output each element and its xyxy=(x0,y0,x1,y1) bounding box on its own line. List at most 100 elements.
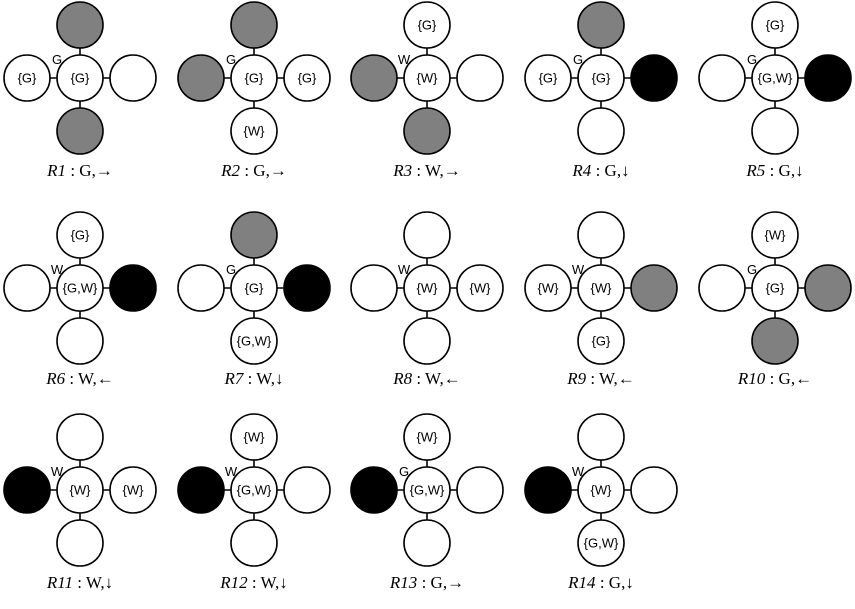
rule-action: : G,→ xyxy=(66,161,113,180)
rule-caption: R10 : G,← xyxy=(737,369,812,388)
rule-caption: R3 : W,→ xyxy=(392,161,461,180)
neighbor-right-label: {W} xyxy=(123,483,145,498)
rule-caption: R13 : G,→ xyxy=(389,573,464,592)
neighbor-right-node xyxy=(456,264,504,312)
neighbor-down-node xyxy=(56,317,104,365)
center-node xyxy=(577,466,625,514)
rule-caption: R6 : W,← xyxy=(45,369,114,388)
rule-caption: R12 : W,↓ xyxy=(219,573,288,592)
neighbor-left-label: {G} xyxy=(18,71,37,86)
center-port-label: W xyxy=(51,464,64,479)
neighbor-up-node xyxy=(577,1,625,49)
neighbor-left-node xyxy=(3,466,51,514)
neighbor-down-node xyxy=(56,107,104,155)
neighbor-up-label: {G} xyxy=(418,18,437,33)
center-node-label: {W} xyxy=(70,483,92,498)
neighbor-left-node xyxy=(698,264,746,312)
neighbor-down-node xyxy=(56,519,104,567)
neighbor-right-label: {W} xyxy=(470,281,492,296)
neighbor-right-label: {G} xyxy=(298,71,317,86)
neighbor-up-node xyxy=(751,1,799,49)
neighbor-right-node xyxy=(283,264,331,312)
rule-action: : W,↓ xyxy=(243,369,283,388)
rule-id: R11 xyxy=(46,573,73,592)
neighbor-down-node xyxy=(403,519,451,567)
neighbor-left-node xyxy=(3,54,51,102)
rule-caption: R14 : G,↓ xyxy=(567,573,634,592)
neighbor-down-node xyxy=(403,317,451,365)
center-node-label: {G} xyxy=(245,281,264,296)
rule-action: : G,→ xyxy=(417,573,464,592)
rule-id: R4 xyxy=(571,161,591,180)
rule-diagram-r9: {G}{W}{W}WR9 : W,← xyxy=(524,211,678,388)
rule-action: : G,← xyxy=(765,369,812,388)
neighbor-right-node xyxy=(456,54,504,102)
neighbor-right-node xyxy=(456,466,504,514)
center-port-label: G xyxy=(52,52,62,67)
neighbor-left-node xyxy=(524,54,572,102)
neighbor-left-node xyxy=(177,54,225,102)
center-node-label: {G} xyxy=(245,71,264,86)
center-node xyxy=(751,54,799,102)
rule-action: : G,↓ xyxy=(591,161,629,180)
center-port-label: W xyxy=(572,464,585,479)
neighbor-down-node xyxy=(230,317,278,365)
rule-id: R5 xyxy=(745,161,765,180)
center-node-label: {G,W} xyxy=(63,281,98,296)
rule-caption: R5 : G,↓ xyxy=(745,161,803,180)
neighbor-left-node xyxy=(177,466,225,514)
neighbor-right-node xyxy=(283,466,331,514)
neighbor-down-label: {G,W} xyxy=(237,334,272,349)
rule-action: : W,← xyxy=(586,369,635,388)
neighbor-up-label: {W} xyxy=(765,228,787,243)
center-node xyxy=(230,466,278,514)
center-port-label: G xyxy=(747,52,757,67)
neighbor-right-node xyxy=(109,466,157,514)
neighbor-up-node xyxy=(230,413,278,461)
rule-caption: R11 : W,↓ xyxy=(46,573,113,592)
neighbor-up-node xyxy=(403,211,451,259)
neighbor-up-node xyxy=(403,1,451,49)
neighbor-left-node xyxy=(524,264,572,312)
neighbor-up-node xyxy=(56,211,104,259)
rule-diagram-r7: {G,W}{G}GR7 : W,↓ xyxy=(177,211,331,388)
neighbor-up-node xyxy=(577,211,625,259)
center-node xyxy=(56,54,104,102)
center-node xyxy=(56,264,104,312)
neighbor-down-node xyxy=(403,107,451,155)
rule-id: R7 xyxy=(223,369,244,388)
neighbor-up-node xyxy=(56,413,104,461)
rule-diagram-r11: {W} {W} W R11 : W,↓ xyxy=(3,413,157,592)
neighbor-down-node xyxy=(577,107,625,155)
neighbor-up-node xyxy=(230,1,278,49)
neighbor-right-node xyxy=(109,264,157,312)
rule-action: : G,↓ xyxy=(596,573,634,592)
center-node xyxy=(56,466,104,514)
center-node xyxy=(403,54,451,102)
rule-diagram-r5: {G}{G,W}GR5 : G,↓ xyxy=(698,1,852,180)
center-node-label: {G} xyxy=(592,71,611,86)
rule-id: R10 xyxy=(737,369,766,388)
neighbor-up-label: {G} xyxy=(766,18,785,33)
center-node-label: {G,W} xyxy=(410,483,445,498)
neighbor-down-label: {G,W} xyxy=(584,536,619,551)
center-node-label: {G} xyxy=(766,281,785,296)
neighbor-up-node xyxy=(403,413,451,461)
center-node-label: {G} xyxy=(71,71,90,86)
neighbor-up-node xyxy=(56,1,104,49)
neighbor-down-label: {W} xyxy=(244,124,266,139)
neighbor-right-node xyxy=(630,54,678,102)
center-node xyxy=(403,466,451,514)
rule-diagram-r8: {W}{W}WR8 : W,← xyxy=(350,211,504,388)
neighbor-down-node xyxy=(577,317,625,365)
center-node xyxy=(577,264,625,312)
neighbor-left-node xyxy=(3,264,51,312)
center-node-label: {W} xyxy=(591,281,613,296)
rule-id: R14 xyxy=(567,573,596,592)
neighbor-down-node xyxy=(751,107,799,155)
rule-diagram-r4: {G}{G}GR4 : G,↓ xyxy=(524,1,678,180)
rule-caption: R7 : W,↓ xyxy=(223,369,283,388)
rule-caption: R9 : W,← xyxy=(566,369,635,388)
rule-id: R2 xyxy=(220,161,240,180)
